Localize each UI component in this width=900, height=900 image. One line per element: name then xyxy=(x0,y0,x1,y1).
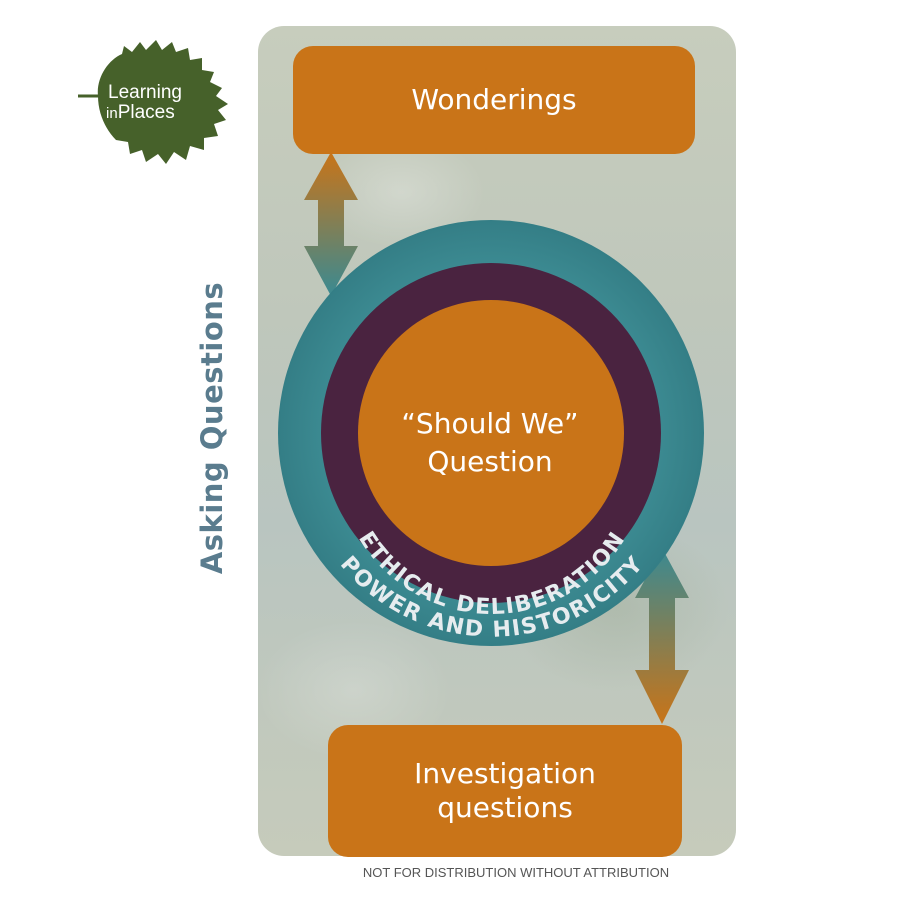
should-we-line2: Question xyxy=(427,445,553,478)
logo-text-in: in xyxy=(106,105,118,122)
center-circle-should-we xyxy=(358,300,624,566)
logo-text-line2: inPlaces xyxy=(106,102,175,124)
double-arrow-top-icon xyxy=(304,152,358,296)
leaf-logo-icon xyxy=(78,40,228,164)
investigation-label-line2: questions xyxy=(437,791,573,824)
investigation-questions-box: Investigation questions xyxy=(328,725,682,857)
should-we-question-label: “Should We” Question xyxy=(370,405,610,481)
double-arrow-bottom-icon xyxy=(635,548,689,724)
logo-text-line1: Learning xyxy=(108,82,182,103)
learning-in-places-logo: Learning inPlaces xyxy=(78,38,248,168)
should-we-line1: “Should We” xyxy=(401,407,579,440)
wonderings-box: Wonderings xyxy=(293,46,695,154)
investigation-label-line1: Investigation xyxy=(414,757,596,790)
logo-text-places: Places xyxy=(117,102,175,123)
attribution-footer: NOT FOR DISTRIBUTION WITHOUT ATTRIBUTION xyxy=(362,865,670,880)
wonderings-label: Wonderings xyxy=(411,83,577,116)
